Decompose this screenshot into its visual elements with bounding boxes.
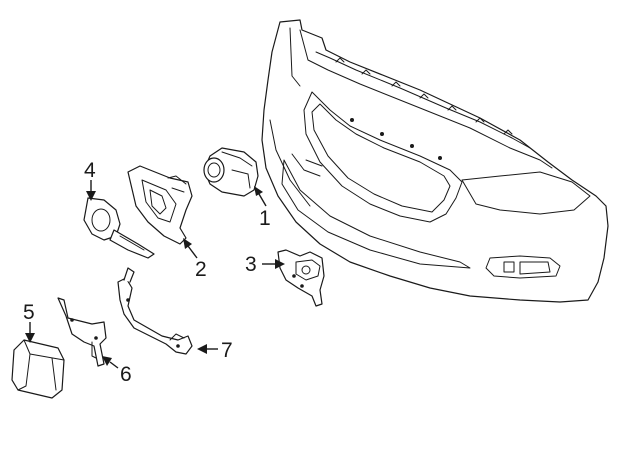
callout-5-label: 5 — [23, 301, 35, 324]
front-bumper-cover — [261, 19, 609, 303]
sensor-bracket — [277, 249, 325, 307]
sensor-retainer — [127, 165, 193, 245]
callout-4: 4 — [84, 159, 96, 201]
callout-7: 7 — [197, 339, 233, 362]
callout-5: 5 — [23, 301, 35, 343]
callout-2-label: 2 — [195, 258, 207, 281]
callout-4-label: 4 — [84, 159, 96, 182]
parking-sensor — [203, 147, 259, 197]
callout-1-label: 1 — [259, 207, 271, 230]
callout-2: 2 — [183, 238, 207, 281]
callout-1: 1 — [254, 186, 271, 230]
control-module — [11, 339, 65, 399]
callout-3-label: 3 — [245, 253, 257, 276]
fog-lamp-bezel — [83, 197, 155, 259]
callout-3: 3 — [245, 253, 285, 276]
callout-7-label: 7 — [221, 339, 233, 362]
wiring-bracket — [117, 267, 193, 355]
module-bracket — [57, 297, 107, 367]
callout-6: 6 — [102, 356, 132, 386]
callout-6-label: 6 — [120, 363, 132, 386]
